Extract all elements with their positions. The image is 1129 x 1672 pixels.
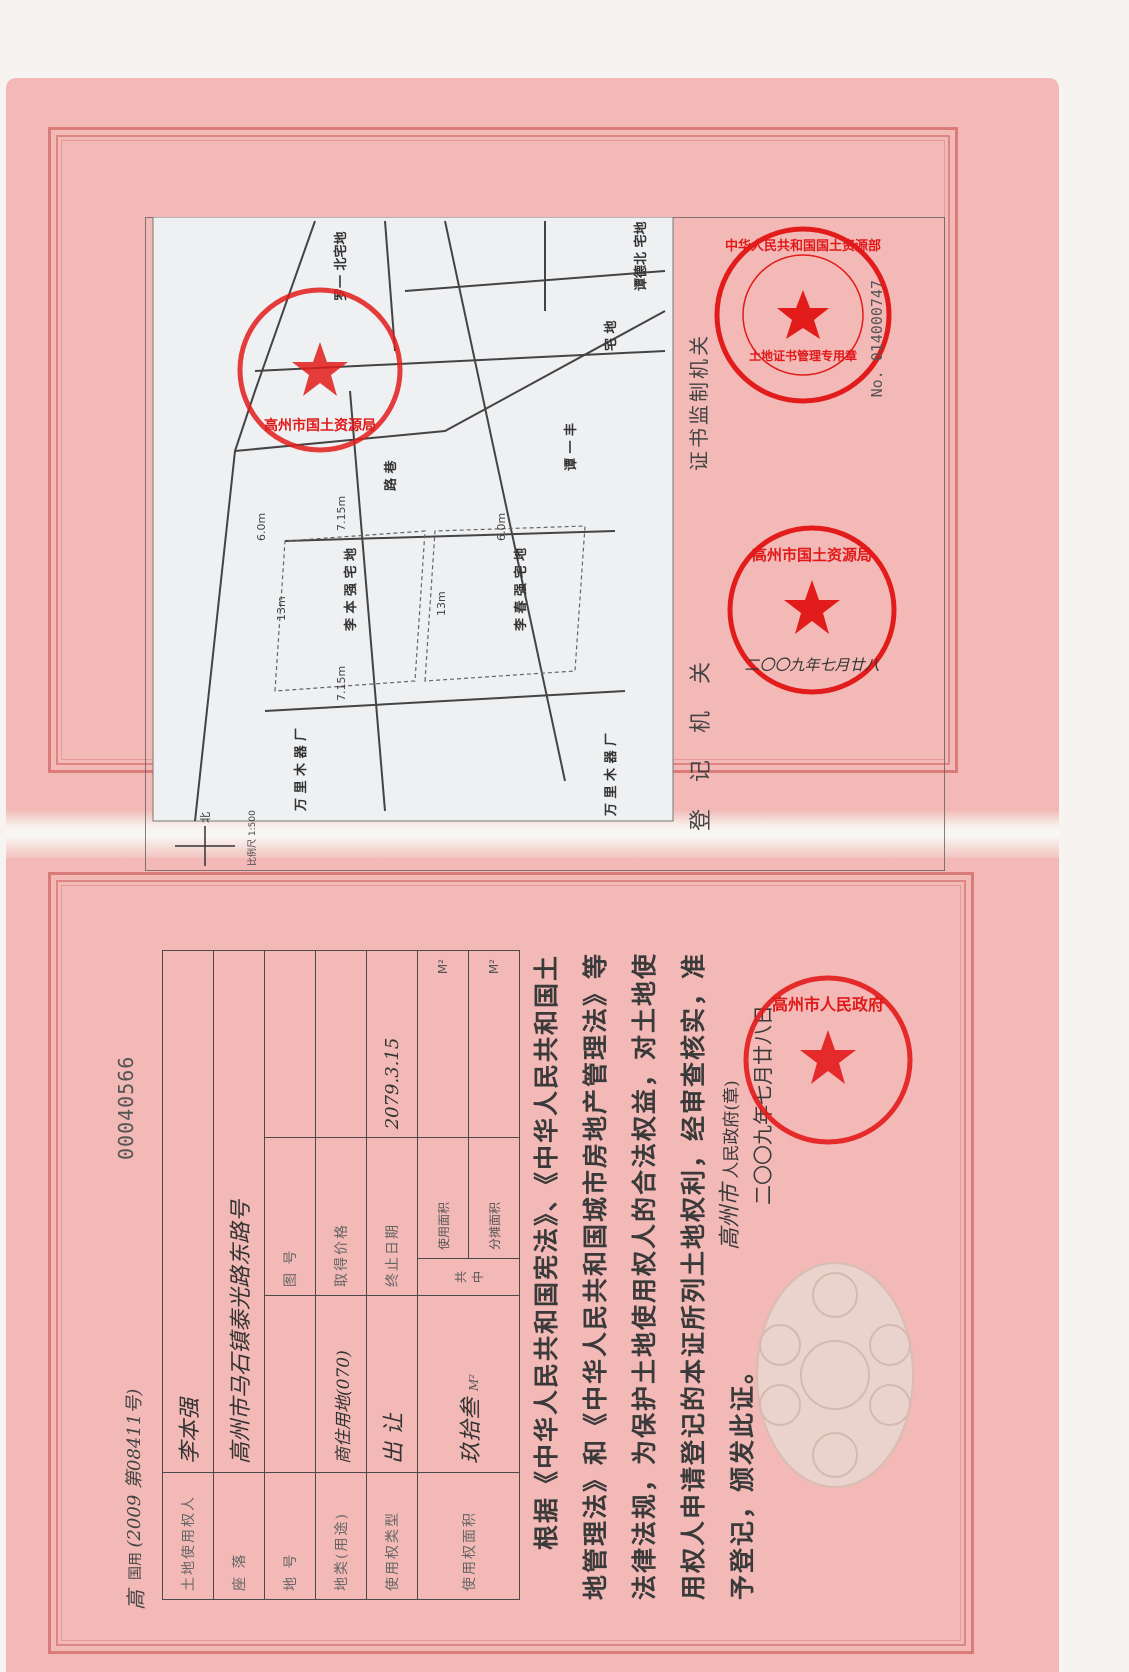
- legal-text: 根据《中华人民共和国宪法》、《中华人民共和国土地管理法》和《中华人民共和国城市房…: [532, 951, 757, 1600]
- map-label-factory-2: 万 里 木 器 厂: [603, 733, 619, 817]
- land-use-label: 地类(用途): [315, 1472, 367, 1600]
- table-row: 座 落 高州市马石镇泰光路东路号: [213, 950, 265, 1600]
- embossed-seal: [756, 1262, 914, 1488]
- ministry-code: No. 014000747: [868, 280, 886, 398]
- holder-value: 李本强: [162, 950, 214, 1473]
- table-row: 使用权面积 玖拾叁 M² 共 中 使用面积 M²: [417, 950, 520, 1600]
- right-type-value: 出 让: [366, 1295, 418, 1473]
- bureau-seal-date: 二〇〇九年七月廿八: [744, 656, 879, 674]
- acquire-price-value: [315, 950, 367, 1138]
- cert-number-hand: (2009 第08411号): [124, 1388, 145, 1548]
- bureau-seal: 高州市国土资源局 二〇〇九年七月廿八: [727, 525, 897, 695]
- parcel-no-label: 地 号: [264, 1472, 316, 1600]
- table-row: 土地使用权人 李本强: [162, 950, 214, 1600]
- land-use-value: 商住用地(070): [315, 1295, 367, 1473]
- right-type-label: 使用权类型: [366, 1472, 418, 1600]
- area-label: 使用权面积: [417, 1472, 520, 1600]
- cert-type: 国用: [128, 1552, 144, 1580]
- register-table: 土地使用权人 李本强 座 落 高州市马石镇泰光路东路号 地 号 图 号 地类(用…: [162, 950, 520, 1600]
- table-row: 地类(用途) 商住用地(070) 取得价格: [315, 950, 367, 1600]
- bottom-page-border: [48, 872, 974, 1654]
- map-label-tande: 谭德北 宅地: [633, 221, 649, 291]
- ministry-seal-sub: 土地证书管理专用章: [749, 348, 857, 363]
- ministry-seal-text: 中华人民共和国国土资源部: [725, 238, 881, 254]
- map-label-factory-1: 万 里 木 器 厂: [293, 728, 309, 812]
- location-label: 座 落: [213, 1472, 265, 1600]
- expiry-value: 2079.3.15: [366, 950, 418, 1138]
- location-value: 高州市马石镇泰光路东路号: [213, 950, 265, 1473]
- ministry-seal: 中华人民共和国国土资源部 土地证书管理专用章: [714, 226, 892, 404]
- shared-label: 共 中: [417, 1258, 520, 1296]
- map-no-value: [264, 950, 316, 1138]
- map-scale: 比例尺 1:500: [246, 810, 258, 866]
- map-label-tan: 谭 一 丰: [563, 423, 579, 471]
- area-value: 玖拾叁: [458, 1397, 484, 1464]
- top-page-content: 李 本 强 宅 地 李 春 强 宅 地 万 里 木 器 厂 万 里 木 器 厂 …: [145, 217, 945, 871]
- overlap-seal: 高州市国土资源局: [237, 287, 403, 453]
- map-dim-4: 7.15m: [335, 496, 348, 531]
- acquire-price-label: 取得价格: [315, 1137, 367, 1296]
- area-unit: M²: [466, 1373, 481, 1391]
- parcel-no-value: [264, 1295, 316, 1473]
- table-row: 地 号 图 号: [264, 950, 316, 1600]
- shared-label-1: 共: [453, 1271, 468, 1284]
- map-dim-1: 13m: [275, 596, 288, 621]
- map-label-neighbor: 李 春 强 宅 地: [513, 548, 529, 632]
- map-dim-2: 13m: [435, 591, 448, 616]
- parcel-map: 李 本 强 宅 地 李 春 强 宅 地 万 里 木 器 厂 万 里 木 器 厂 …: [145, 217, 945, 871]
- issuer-hand: 高州市: [718, 1183, 743, 1250]
- map-label-lane: 路 巷: [383, 459, 399, 491]
- compass-north: 北: [199, 812, 212, 823]
- map-dim-3: 7.15m: [335, 666, 348, 701]
- government-seal: 高州市人民政府: [743, 975, 913, 1145]
- map-label-owner: 李 本 强 宅 地: [343, 548, 359, 632]
- apportioned-area-unit: M²: [468, 950, 520, 1138]
- map-label-house: 宅 地: [603, 320, 619, 351]
- table-row: 使用权类型 出 让 终止日期 2079.3.15: [366, 950, 418, 1600]
- shared-label-2: 中: [470, 1271, 485, 1284]
- compass-rose: 北 比例尺 1:500: [175, 810, 258, 866]
- use-area-label: 使用面积: [417, 1137, 469, 1259]
- cert-prefix: 高: [124, 1590, 148, 1610]
- holder-label: 土地使用权人: [162, 1472, 214, 1600]
- registration-office-label: 登 记 机 关: [689, 652, 714, 831]
- use-area-unit: M²: [417, 950, 469, 1138]
- serial-number: 00040566: [114, 1055, 138, 1160]
- overlap-seal-text: 高州市国土资源局: [264, 417, 376, 434]
- government-seal-text: 高州市人民政府: [772, 995, 884, 1014]
- bottom-page-content: 00040566 高 国用 (2009 第08411号) 土地使用权人 李本强 …: [114, 940, 802, 1610]
- area-cell: 玖拾叁 M²: [417, 1295, 520, 1473]
- map-label-luo: 罗一 北宅地: [333, 231, 349, 301]
- map-dim-5: 6.0m: [495, 513, 508, 541]
- apportioned-area-label: 分摊面积: [468, 1137, 520, 1259]
- cert-number-line: 国用 (2009 第08411号): [120, 1389, 146, 1580]
- map-no-label: 图 号: [264, 1137, 316, 1296]
- map-dim-6: 6.0m: [255, 513, 268, 541]
- bureau-seal-text: 高州市国土资源局: [752, 546, 872, 564]
- expiry-label: 终止日期: [366, 1137, 418, 1296]
